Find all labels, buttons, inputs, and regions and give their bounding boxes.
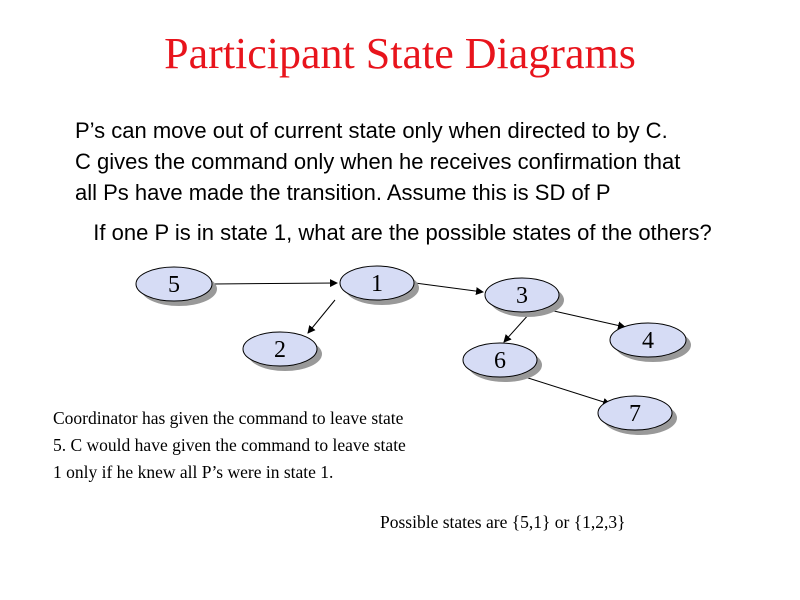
state-node-label: 2 <box>274 337 286 363</box>
state-node-label: 5 <box>168 272 180 298</box>
state-node-ellipse <box>462 342 538 378</box>
state-node-label: 7 <box>629 401 641 427</box>
state-node-label: 3 <box>516 283 528 309</box>
edge-1-to-3 <box>414 282 484 296</box>
state-node-5: 5 <box>135 266 217 306</box>
state-node-label: 1 <box>371 271 383 297</box>
edge-5-to-1 <box>212 279 338 288</box>
note-line-1: Coordinator has given the command to lea… <box>53 408 404 428</box>
description-paragraph: P’s can move out of current state only w… <box>75 115 775 208</box>
edge-6-to-7 <box>524 376 611 406</box>
coordinator-note: Coordinator has given the command to lea… <box>53 405 523 486</box>
description-line-2: C gives the command only when he receive… <box>75 149 681 174</box>
state-node-4: 4 <box>609 322 691 362</box>
description-line-1: P’s can move out of current state only w… <box>75 118 668 143</box>
state-node-ellipse <box>484 277 560 313</box>
description-line-3: all Ps have made the transition. Assume … <box>75 180 611 205</box>
state-node-label: 4 <box>642 328 654 354</box>
state-node-ellipse <box>339 265 415 301</box>
edge-3-to-4 <box>544 308 626 330</box>
note-line-3: 1 only if he knew all P’s were in state … <box>53 462 334 482</box>
state-node-ellipse <box>242 331 318 367</box>
note-line-2: 5. C would have given the command to lea… <box>53 435 406 455</box>
edge-3-to-6 <box>503 312 531 343</box>
state-node-7: 7 <box>597 395 677 435</box>
state-node-ellipse <box>597 395 673 431</box>
state-node-label: 6 <box>494 348 506 374</box>
question-text: If one P is in state 1, what are the pos… <box>93 220 712 245</box>
state-node-6: 6 <box>462 342 542 382</box>
slide-title: Participant State Diagrams <box>164 29 636 78</box>
edge-1-to-2 <box>307 299 336 334</box>
state-node-2: 2 <box>242 331 322 371</box>
state-node-1: 1 <box>339 265 419 305</box>
possible-states-answer: Possible states are {5,1} or {1,2,3} <box>380 512 626 532</box>
state-node-3: 3 <box>484 277 564 317</box>
state-node-ellipse <box>135 266 213 302</box>
state-node-ellipse <box>609 322 687 358</box>
